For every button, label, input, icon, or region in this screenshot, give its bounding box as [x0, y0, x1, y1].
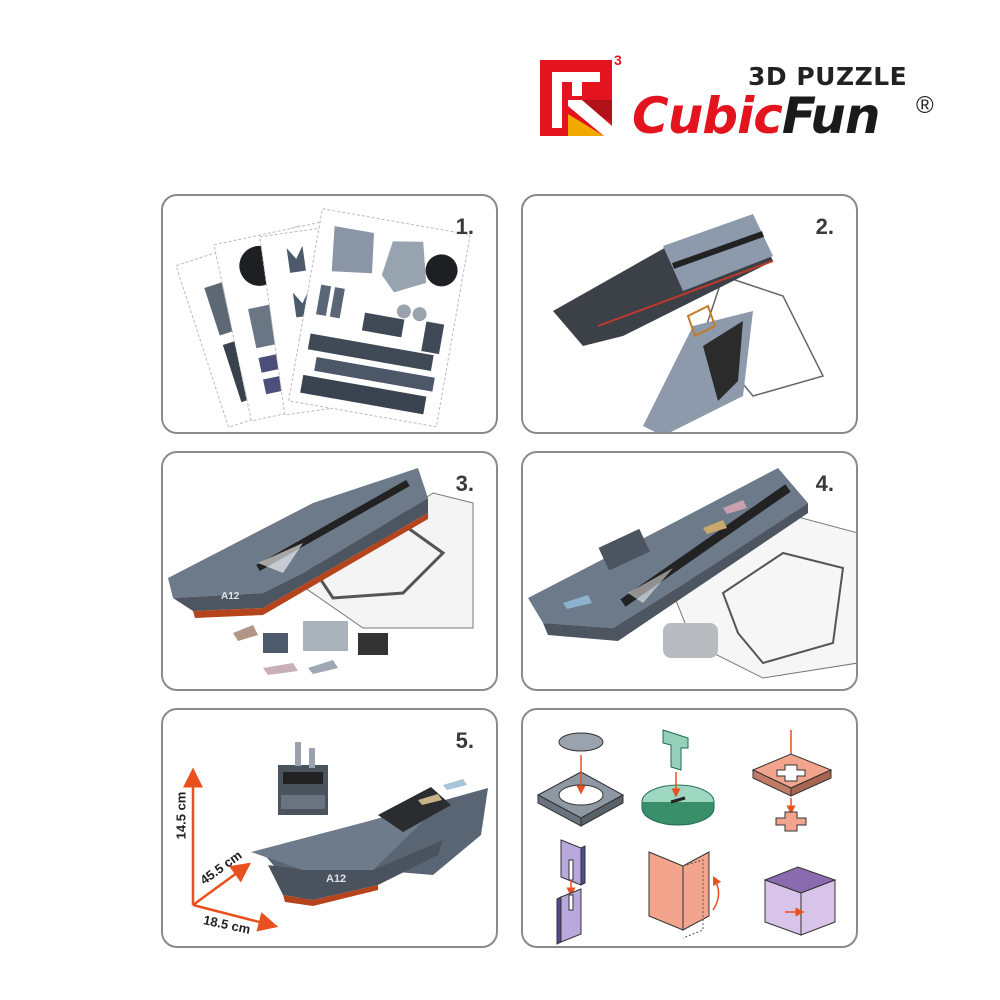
deck-assembled-illustration: A12: [168, 468, 474, 675]
step-number: 2.: [815, 214, 834, 239]
svg-text:A12: A12: [221, 591, 240, 602]
step-number: 1.: [455, 214, 474, 239]
cross-slot-technique: [751, 730, 833, 832]
logo-superscript: 3: [614, 52, 622, 68]
disc-ring-technique: [536, 732, 625, 827]
logo-subtitle: 3D PUZZLE: [748, 62, 908, 91]
step-number: 4.: [815, 471, 834, 496]
dimension-height: 14.5 cm: [173, 791, 189, 840]
deck-with-aircraft-illustration: [528, 468, 856, 679]
logo-mark-icon: [540, 60, 612, 136]
panel-assembly-techniques: [521, 708, 858, 948]
interlocking-slots-technique: [556, 839, 586, 945]
panel-step-5: A12 14.5 cm 45.5 cm 18.5 cm 5.: [161, 708, 498, 948]
puzzle-sheets-illustration: [175, 208, 471, 428]
panel-step-2: 2.: [521, 194, 858, 434]
t-tab-slot-technique: [641, 729, 715, 826]
panel-step-3: A12 3.: [161, 451, 498, 691]
logo-brand: CubicFun: [632, 87, 881, 145]
panel-step-4: 4.: [521, 451, 858, 691]
logo-brand-fun: Fun: [781, 87, 881, 145]
assembly-techniques-illustration: [536, 729, 837, 945]
partial-hull-illustration: [553, 214, 825, 432]
cubicfun-logo: 3 3D PUZZLE CubicFun ®: [538, 52, 948, 146]
hull-number-label: A12: [326, 873, 346, 885]
box-corner-tab-technique: [763, 866, 837, 936]
logo-brand-cubic: Cubic: [632, 87, 783, 145]
registered-mark: ®: [916, 92, 934, 119]
step-number: 5.: [455, 728, 474, 753]
step-number: 3.: [455, 471, 474, 496]
completed-carrier-illustration: A12: [183, 742, 488, 932]
folding-tab-technique: [648, 851, 722, 939]
panel-step-1: 1.: [161, 194, 498, 434]
